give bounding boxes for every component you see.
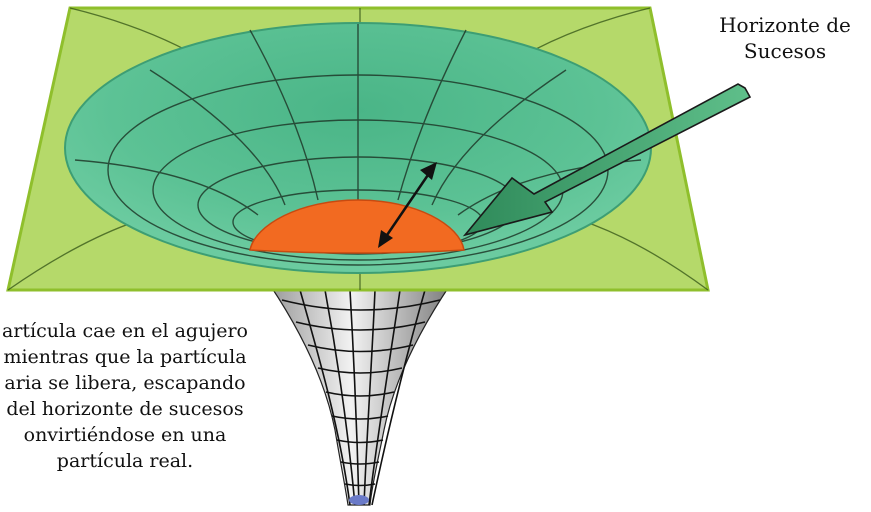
event-horizon-disk	[249, 199, 465, 254]
horizon-label: Horizonte de Sucesos	[700, 12, 870, 64]
particle-pair-arrow	[378, 162, 437, 248]
caption-line: partícula real.	[56, 450, 194, 472]
caption-text: artícula cae en el agujero mientras que …	[0, 318, 290, 474]
horizon-pointer-arrow	[462, 83, 752, 237]
caption-line: onvirtiéndose en una	[23, 424, 227, 446]
caption-line: del horizonte de sucesos	[6, 398, 244, 420]
caption-line: aria se libera, escapando	[4, 372, 246, 394]
horizon-label-line2: Sucesos	[743, 39, 827, 63]
caption-line: artícula cae en el agujero	[2, 320, 248, 342]
horizon-label-line1: Horizonte de	[719, 13, 851, 37]
funnel-throat	[268, 284, 452, 506]
caption-line: mientras que la partícula	[3, 346, 247, 368]
